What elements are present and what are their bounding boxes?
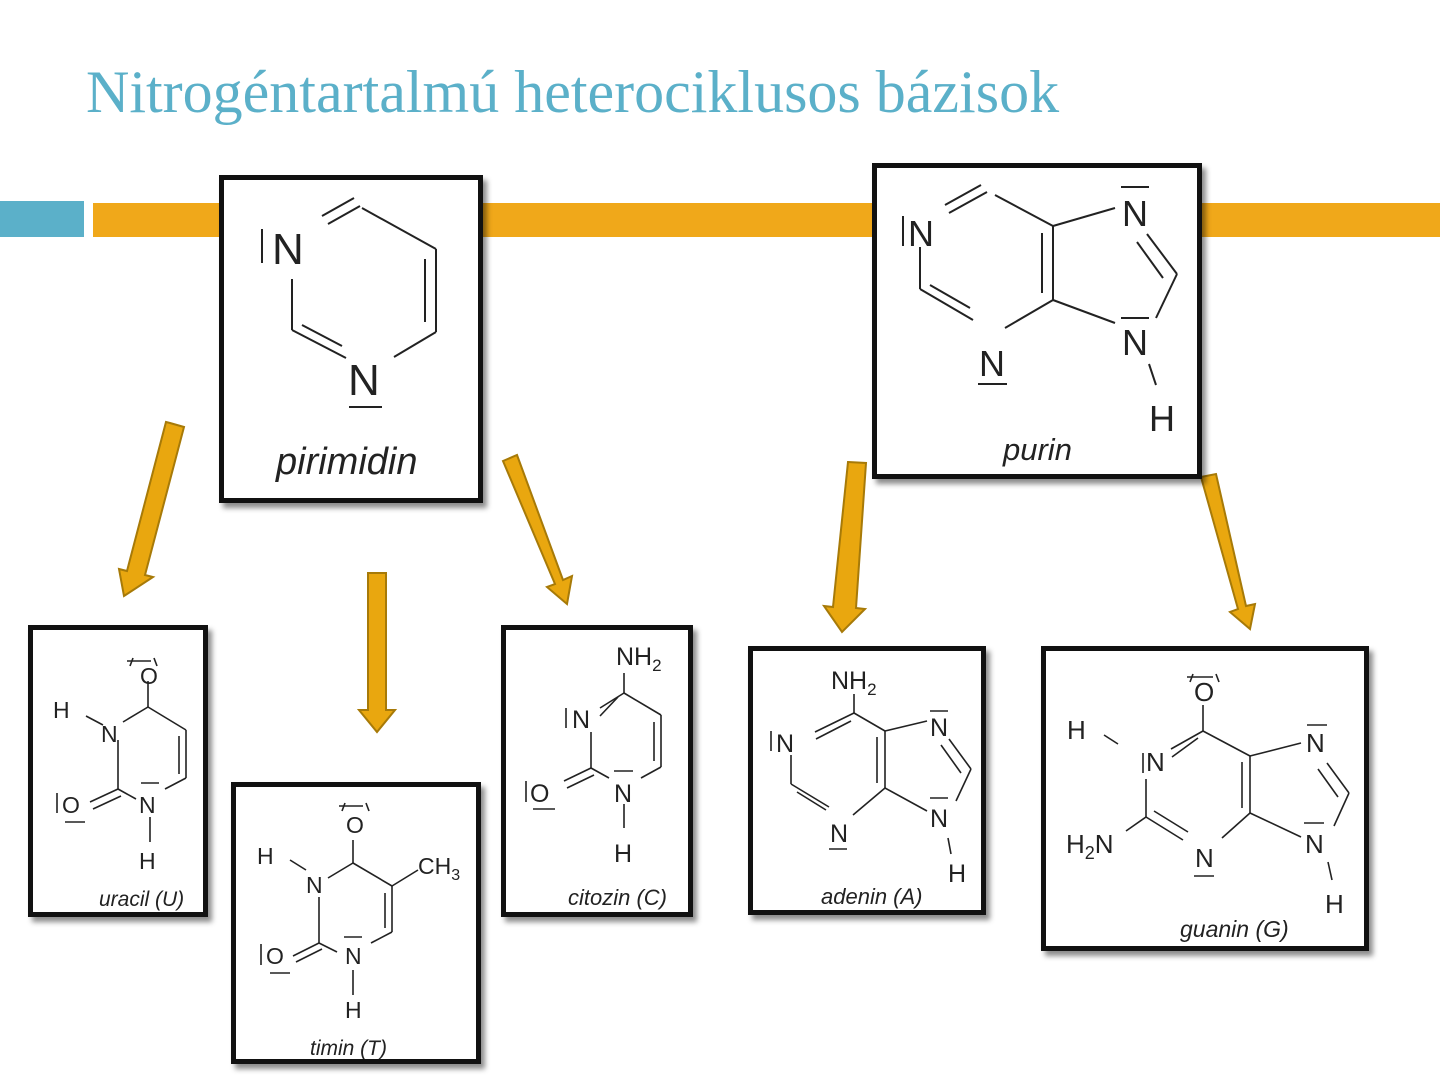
guanin-n1: N bbox=[1146, 747, 1165, 777]
purin-caption: purin bbox=[1002, 432, 1072, 467]
arrow-pirimidin-to-timin bbox=[356, 572, 398, 734]
uracil-o4: O bbox=[140, 663, 158, 689]
guanin-structure: O H N N H2N N N H guanin (G) bbox=[1041, 646, 1369, 951]
slide-title: Nitrogéntartalmú heterociklusos bázisok bbox=[86, 59, 1060, 125]
uracil-h3: H bbox=[53, 697, 70, 723]
citozin-n1: N bbox=[614, 780, 632, 808]
guanin-n9: N bbox=[1305, 829, 1324, 859]
arrow-pirimidin-to-uracil bbox=[117, 420, 186, 598]
uracil-n1: N bbox=[139, 792, 156, 818]
timin-h3: H bbox=[257, 843, 274, 869]
purin-n1: N bbox=[908, 213, 934, 254]
citozin-nh2: NH2 bbox=[616, 643, 662, 675]
timin-ch3-c: CH bbox=[418, 853, 451, 879]
purin-n9: N bbox=[1122, 322, 1148, 363]
adenin-nh2-sub: 2 bbox=[867, 680, 876, 699]
guanin-nh2: H2N bbox=[1066, 829, 1114, 863]
citozin-nh2-sub: 2 bbox=[652, 656, 661, 675]
arrow-pirimidin-to-citozin bbox=[501, 453, 574, 606]
uracil-o2: O bbox=[62, 792, 80, 818]
adenin-nh2: NH2 bbox=[831, 667, 877, 699]
purin-n3: N bbox=[979, 343, 1005, 384]
timin-o2: O bbox=[266, 943, 284, 969]
timin-n3: N bbox=[306, 872, 323, 898]
guanin-nh2-sub: 2 bbox=[1085, 843, 1095, 863]
citozin-nh2-n: NH bbox=[616, 643, 652, 671]
uracil-structure: O H N O N H uracil (U) bbox=[28, 625, 208, 917]
timin-o4: O bbox=[346, 812, 364, 838]
adenin-n3: N bbox=[830, 820, 848, 848]
guanin-h1: H bbox=[1067, 715, 1086, 745]
pirimidin-n1: N bbox=[272, 225, 304, 274]
uracil-caption: uracil (U) bbox=[99, 888, 184, 911]
timin-ch3-sub: 3 bbox=[451, 867, 460, 884]
guanin-n7: N bbox=[1306, 728, 1325, 758]
timin-n1: N bbox=[345, 943, 362, 969]
pirimidin-caption: pirimidin bbox=[275, 441, 417, 483]
adenin-nh2-n: NH bbox=[831, 667, 867, 695]
adenin-structure: NH2 N N N N H adenin (A) bbox=[748, 646, 986, 915]
title-accent-bar-blue bbox=[0, 201, 84, 237]
purin-n7: N bbox=[1122, 193, 1148, 234]
guanin-o6: O bbox=[1194, 677, 1214, 707]
citozin-structure: NH2 N O N H citozin (C) bbox=[501, 625, 693, 917]
guanin-h9: H bbox=[1325, 889, 1344, 919]
adenin-n7: N bbox=[930, 714, 948, 742]
timin-caption: timin (T) bbox=[310, 1037, 387, 1059]
guanin-caption: guanin (G) bbox=[1180, 916, 1289, 942]
pirimidin-n3: N bbox=[348, 356, 380, 405]
uracil-h1: H bbox=[139, 848, 156, 874]
guanin-nh2-n: N bbox=[1095, 829, 1114, 859]
uracil-n3: N bbox=[101, 721, 118, 747]
adenin-n9: N bbox=[930, 805, 948, 833]
guanin-n3: N bbox=[1195, 843, 1214, 873]
arrow-purin-to-adenin bbox=[821, 460, 868, 634]
adenin-caption: adenin (A) bbox=[821, 884, 923, 909]
adenin-n1: N bbox=[776, 730, 794, 758]
timin-ch3: CH3 bbox=[418, 853, 460, 884]
citozin-o2: O bbox=[530, 780, 549, 808]
purin-h9: H bbox=[1149, 398, 1175, 439]
citozin-caption: citozin (C) bbox=[568, 885, 667, 910]
pirimidin-structure: N N pirimidin bbox=[219, 175, 483, 503]
citozin-n3: N bbox=[572, 706, 590, 734]
arrow-purin-to-guanin bbox=[1199, 472, 1257, 631]
adenin-h9: H bbox=[948, 860, 966, 888]
timin-structure: O H N CH3 O N H timin (T) bbox=[231, 782, 481, 1064]
citozin-h1: H bbox=[614, 840, 632, 868]
timin-h1: H bbox=[345, 997, 362, 1023]
purin-structure: N N N N H purin bbox=[872, 163, 1202, 479]
guanin-nh2-h: H bbox=[1066, 829, 1085, 859]
